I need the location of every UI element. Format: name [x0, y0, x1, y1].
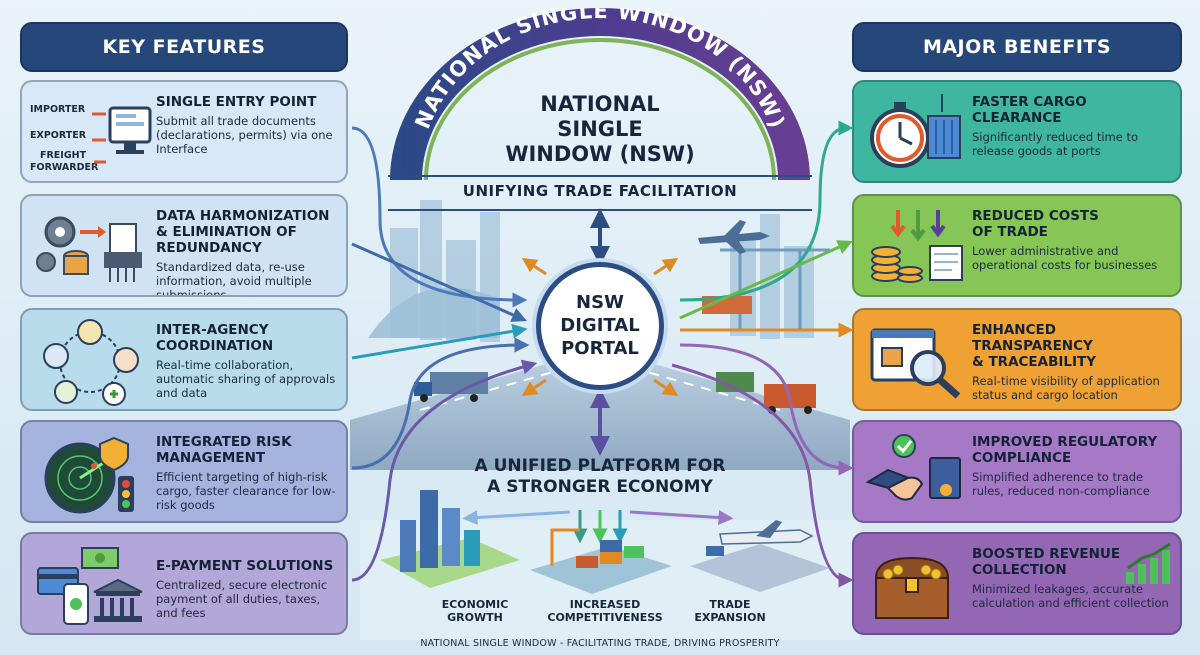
feature-card-inter-agency: INTER-AGENCY COORDINATION Real-time coll… — [20, 308, 348, 411]
feature-desc: Centralized, secure electronic payment o… — [156, 578, 328, 620]
benefit-desc: Simplified adherence to trade rules, red… — [972, 470, 1150, 498]
feature-title: SINGLE ENTRY POINT — [156, 94, 317, 110]
benefit-card-faster-clearance: FASTER CARGO CLEARANCE Significantly red… — [852, 80, 1182, 183]
benefit-title: BOOSTED REVENUE COLLECTION — [972, 546, 1121, 578]
center-title: NATIONAL SINGLE WINDOW (NSW) — [505, 92, 695, 166]
benefit-card-revenue: BOOSTED REVENUE COLLECTION Minimized lea… — [852, 532, 1182, 635]
benefit-title: REDUCED COSTS OF TRADE — [972, 208, 1099, 240]
title-arch: NATIONAL SINGLE WINDOW (NSW) — [390, 8, 810, 181]
unified-platform-title: A UNIFIED PLATFORM FOR A STRONGER ECONOM… — [474, 456, 726, 497]
feature-desc: Real-time collaboration, automatic shari… — [156, 358, 336, 400]
feature-card-single-entry: IMPORTER EXPORTER FREIGHT FORWARDER SING… — [20, 80, 348, 183]
center-subtitle: UNIFYING TRADE FACILITATION — [462, 182, 738, 200]
feature-card-e-payment: E-PAYMENT SOLUTIONS Centralized, secure … — [20, 532, 348, 635]
feature-card-risk-management: INTEGRATED RISK MANAGEMENT Efficient tar… — [20, 420, 348, 523]
feature-desc: Submit all trade documents (declarations… — [156, 114, 333, 156]
benefit-desc: Significantly reduced time to release go… — [972, 130, 1139, 158]
portal-label: NSW DIGITAL PORTAL — [560, 292, 640, 359]
major-benefits-header: MAJOR BENEFITS — [852, 22, 1182, 72]
nsw-digital-portal — [536, 262, 664, 390]
feature-title: E-PAYMENT SOLUTIONS — [156, 558, 334, 574]
benefit-title: FASTER CARGO CLEARANCE — [972, 94, 1087, 126]
benefit-desc: Lower administrative and operational cos… — [972, 244, 1158, 272]
feature-title: INTER-AGENCY COORDINATION — [156, 322, 274, 354]
feature-card-data-harmonization: DATA HARMONIZATION & ELIMINATION OF REDU… — [20, 194, 348, 297]
benefit-title: ENHANCED TRANSPARENCY & TRACEABILITY — [972, 322, 1097, 370]
growth-chart-icon — [1126, 542, 1171, 584]
feature-title: INTEGRATED RISK MANAGEMENT — [156, 434, 292, 466]
benefit-card-compliance: IMPROVED REGULATORY COMPLIANCE Simplifie… — [852, 420, 1182, 523]
feature-title: DATA HARMONIZATION & ELIMINATION OF REDU… — [156, 208, 330, 256]
footer-tagline: NATIONAL SINGLE WINDOW - FACILITATING TR… — [420, 638, 780, 649]
feature-desc: Efficient targeting of high-risk cargo, … — [156, 470, 336, 512]
benefit-title: IMPROVED REGULATORY COMPLIANCE — [972, 434, 1158, 466]
benefit-card-transparency: ENHANCED TRANSPARENCY & TRACEABILITY Rea… — [852, 308, 1182, 411]
key-features-header: KEY FEATURES — [20, 22, 348, 72]
feature-desc: Standardized data, re-use information, a… — [156, 260, 312, 297]
benefit-card-reduced-costs: REDUCED COSTS OF TRADE Lower administrat… — [852, 194, 1182, 297]
benefit-desc: Real-time visibility of application stat… — [972, 374, 1160, 402]
benefit-desc: Minimized leakages, accurate calculation… — [972, 582, 1169, 610]
